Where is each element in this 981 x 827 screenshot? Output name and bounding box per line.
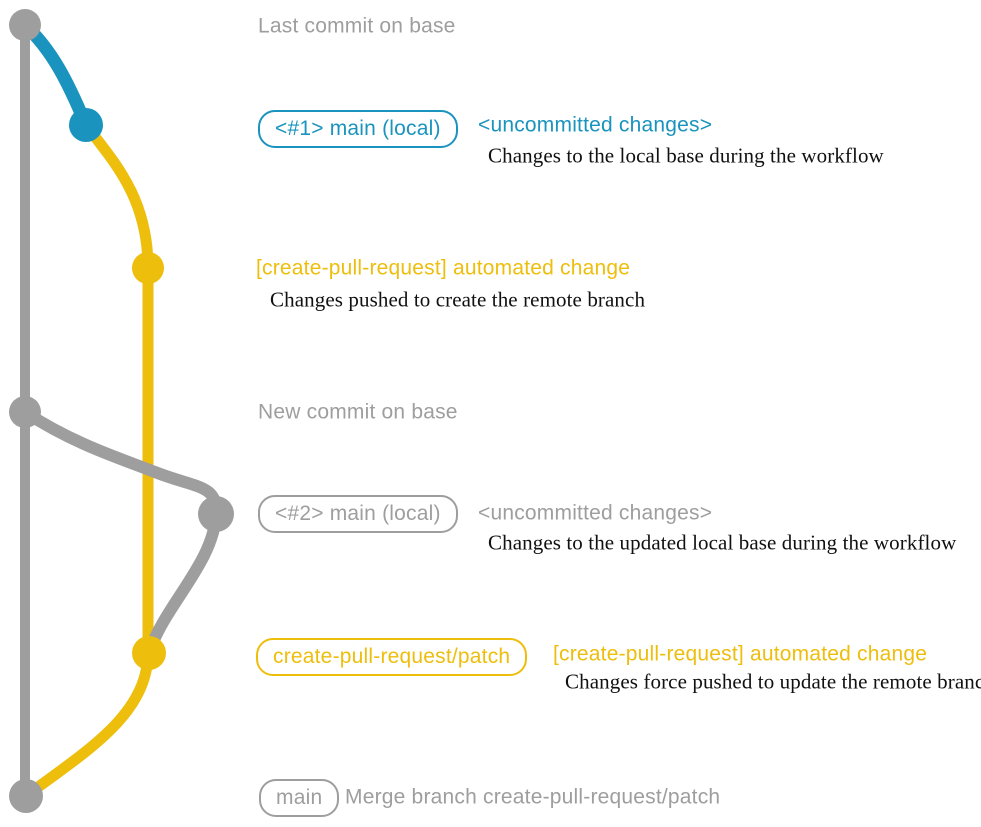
- commit-dot-merge: [9, 779, 43, 813]
- branch-graph: [9, 9, 234, 813]
- desc-local-base-changes-2: Changes to the updated local base during…: [488, 530, 957, 555]
- badge-main-local-1: <#1> main (local): [258, 110, 458, 148]
- badge-main-local-2: <#2> main (local): [258, 495, 458, 533]
- desc-local-base-changes-1: Changes to the local base during the wor…: [488, 143, 884, 168]
- desc-push-create-remote-branch: Changes pushed to create the remote bran…: [270, 287, 646, 312]
- commit-dot-new-base: [9, 396, 41, 428]
- label-last-commit-on-base: Last commit on base: [258, 14, 456, 38]
- badge-main: main: [259, 779, 340, 817]
- message-automated-change-1: [create-pull-request] automated change: [256, 256, 631, 280]
- commit-dot-local-2: [198, 496, 234, 532]
- status-uncommitted-changes-2: <uncommitted changes>: [478, 501, 713, 525]
- desc-force-push-update-remote-branch: Changes force pushed to update the remot…: [565, 669, 981, 694]
- commit-dot-local-1: [69, 108, 103, 142]
- commit-dot-patch-2: [132, 636, 166, 670]
- local-main-branch-line: [18, 18, 93, 132]
- label-new-commit-on-base: New commit on base: [258, 400, 458, 424]
- status-uncommitted-changes-1: <uncommitted changes>: [478, 113, 713, 137]
- message-automated-change-2: [create-pull-request] automated change: [553, 642, 928, 666]
- commit-dot-patch-1: [132, 252, 164, 284]
- updated-local-main-branch-line: [19, 406, 223, 656]
- message-merge-branch: Merge branch create-pull-request/patch: [345, 785, 721, 809]
- commit-dot-last-base: [9, 9, 41, 41]
- badge-create-pull-request-patch: create-pull-request/patch: [256, 638, 528, 676]
